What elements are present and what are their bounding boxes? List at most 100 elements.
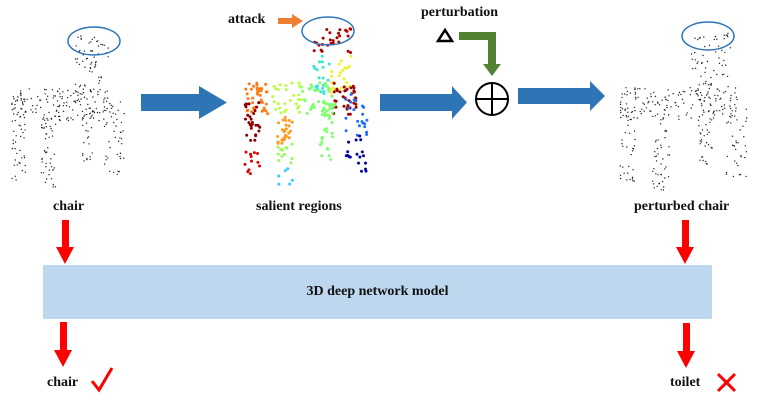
point bbox=[301, 89, 305, 93]
point bbox=[53, 95, 55, 97]
point bbox=[345, 81, 348, 85]
point bbox=[625, 87, 627, 89]
perturbation-label: perturbation bbox=[421, 5, 498, 20]
point bbox=[342, 104, 346, 108]
point bbox=[274, 87, 278, 91]
point bbox=[694, 67, 697, 70]
point bbox=[677, 94, 680, 96]
point bbox=[98, 76, 100, 79]
point bbox=[260, 87, 264, 91]
point bbox=[718, 90, 721, 92]
point bbox=[96, 40, 98, 43]
point bbox=[330, 131, 334, 135]
point bbox=[686, 112, 688, 114]
point bbox=[256, 160, 260, 164]
point bbox=[40, 172, 43, 174]
point bbox=[705, 142, 708, 144]
point bbox=[668, 146, 670, 148]
point bbox=[707, 93, 709, 95]
point bbox=[664, 168, 666, 170]
point bbox=[277, 182, 281, 186]
point bbox=[703, 111, 705, 113]
point bbox=[734, 87, 737, 89]
point bbox=[66, 101, 68, 104]
point bbox=[46, 151, 48, 153]
point bbox=[652, 183, 655, 185]
point bbox=[328, 116, 331, 120]
point bbox=[326, 78, 330, 82]
point bbox=[678, 91, 681, 94]
point bbox=[247, 102, 251, 106]
point bbox=[48, 136, 50, 138]
point bbox=[37, 95, 39, 98]
point bbox=[75, 101, 77, 104]
point bbox=[658, 104, 661, 106]
point bbox=[337, 62, 341, 66]
point bbox=[260, 109, 264, 113]
point bbox=[90, 116, 92, 118]
point bbox=[349, 54, 353, 58]
point bbox=[634, 96, 637, 99]
point bbox=[21, 169, 23, 172]
point bbox=[704, 96, 706, 99]
point bbox=[661, 99, 663, 101]
point bbox=[253, 138, 257, 142]
point bbox=[19, 92, 22, 95]
point bbox=[54, 123, 57, 126]
point bbox=[280, 141, 284, 145]
point bbox=[320, 60, 324, 64]
point bbox=[721, 113, 724, 115]
point bbox=[735, 142, 737, 144]
point bbox=[287, 124, 291, 128]
point bbox=[67, 89, 69, 92]
point bbox=[14, 100, 17, 102]
point bbox=[662, 181, 664, 183]
point bbox=[62, 105, 65, 107]
point bbox=[67, 119, 70, 122]
point bbox=[649, 110, 651, 112]
point bbox=[259, 98, 263, 102]
point bbox=[24, 129, 26, 131]
point bbox=[631, 176, 634, 178]
point bbox=[105, 109, 107, 112]
point bbox=[247, 121, 251, 125]
point bbox=[682, 90, 684, 93]
point bbox=[318, 143, 322, 147]
point bbox=[14, 175, 16, 177]
point bbox=[630, 153, 632, 156]
point bbox=[51, 135, 54, 137]
point bbox=[99, 89, 101, 91]
point bbox=[279, 111, 283, 115]
point bbox=[632, 179, 634, 182]
point bbox=[713, 69, 715, 72]
point bbox=[58, 111, 60, 114]
point bbox=[723, 73, 725, 75]
point bbox=[317, 100, 321, 104]
point bbox=[41, 126, 43, 129]
point bbox=[108, 141, 110, 143]
point bbox=[664, 130, 666, 132]
point bbox=[657, 174, 659, 176]
point bbox=[631, 150, 634, 152]
point bbox=[667, 176, 670, 178]
point bbox=[315, 68, 319, 72]
point bbox=[652, 115, 654, 118]
point bbox=[247, 168, 251, 172]
point bbox=[290, 178, 294, 182]
point bbox=[19, 115, 22, 118]
point bbox=[634, 92, 636, 94]
point bbox=[80, 37, 82, 40]
point bbox=[727, 121, 729, 123]
point bbox=[12, 142, 14, 145]
point bbox=[698, 125, 700, 127]
point bbox=[103, 109, 105, 112]
point bbox=[271, 95, 275, 98]
point bbox=[290, 81, 294, 85]
point bbox=[13, 113, 15, 115]
point bbox=[106, 97, 109, 99]
point bbox=[338, 71, 342, 75]
point bbox=[637, 96, 639, 99]
point bbox=[704, 71, 706, 74]
point bbox=[95, 61, 97, 63]
point bbox=[621, 108, 624, 110]
